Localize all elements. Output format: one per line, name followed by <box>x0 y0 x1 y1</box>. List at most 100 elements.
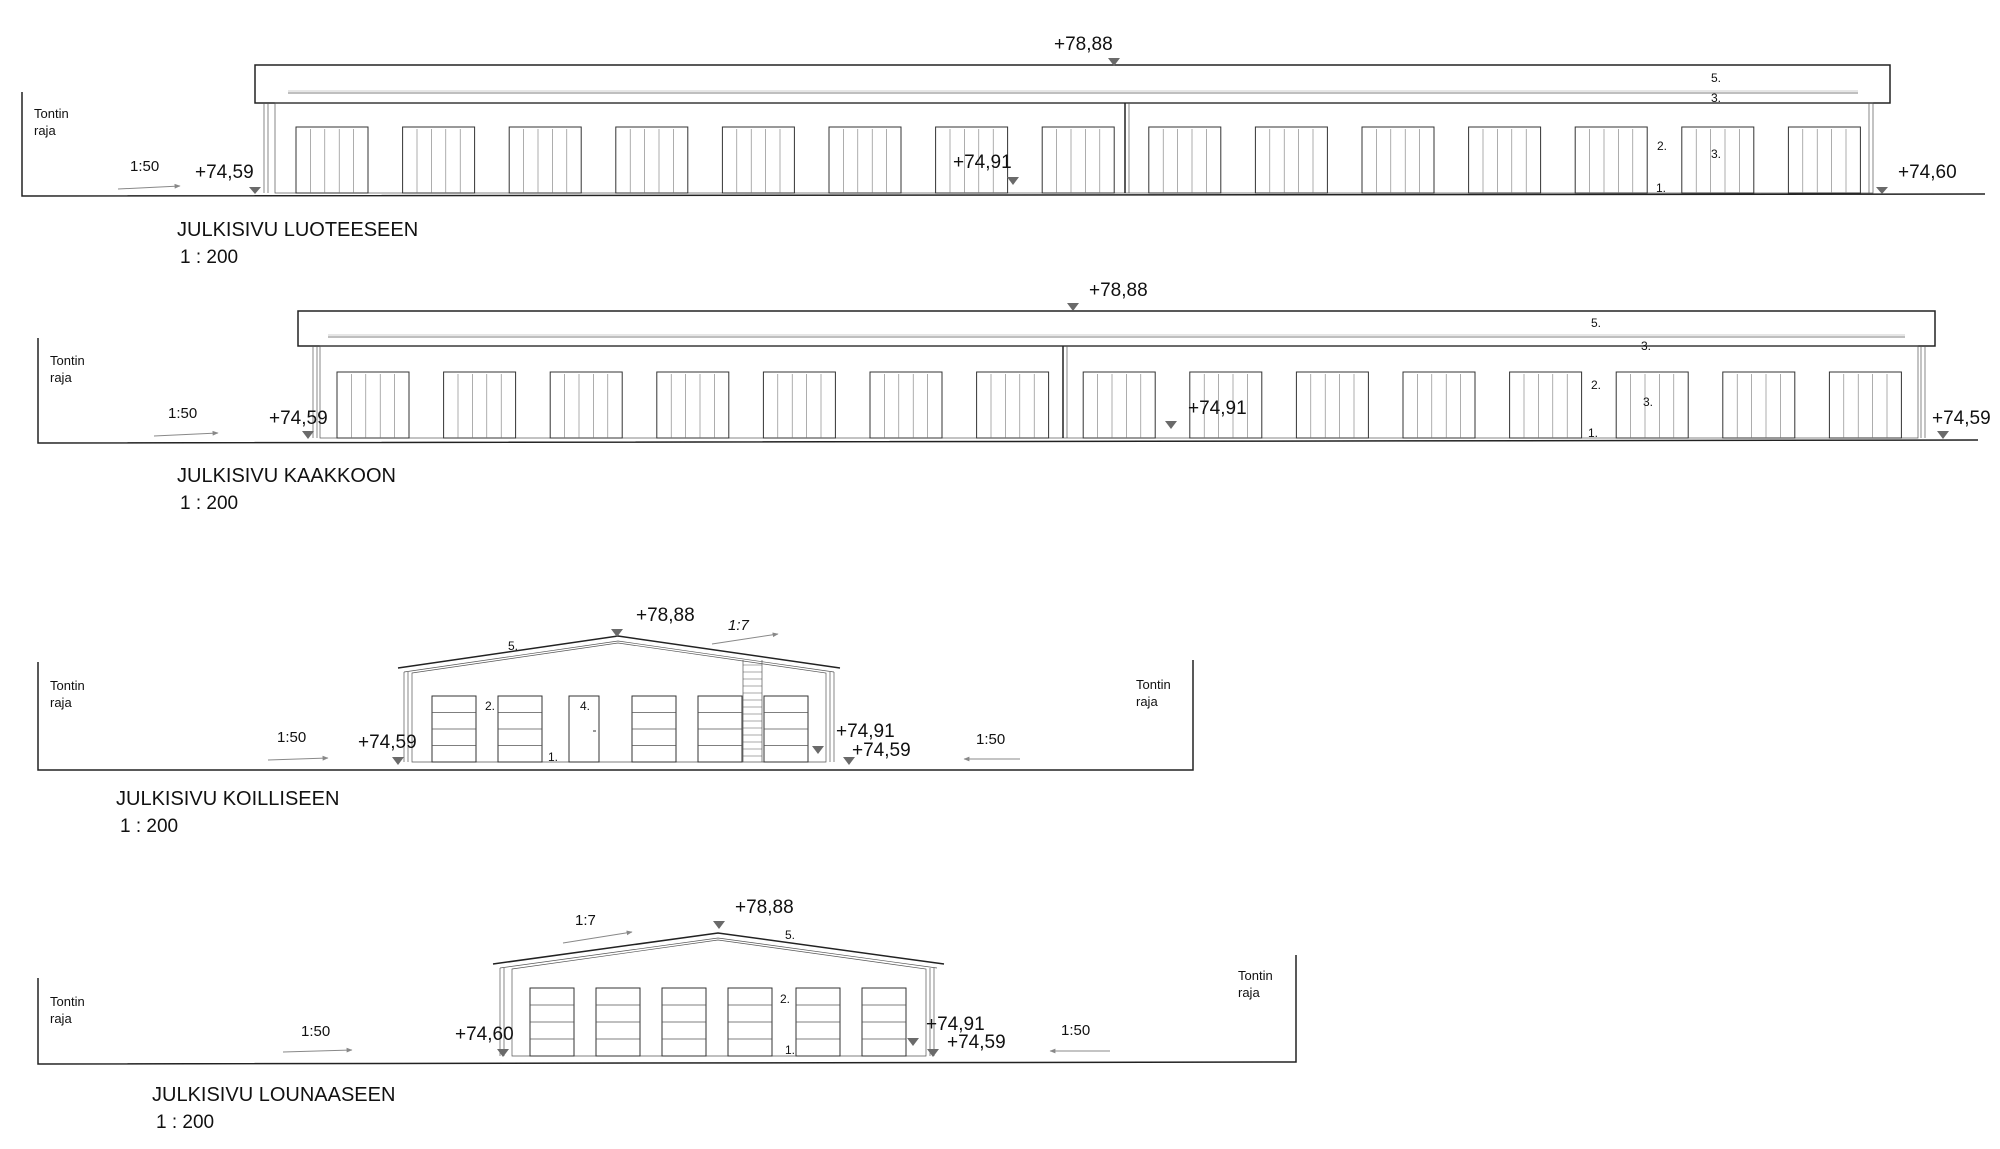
callout: 5. <box>785 928 795 942</box>
callout: 1. <box>548 750 558 764</box>
elevation-title: JULKISIVU LUOTEESEEN <box>177 219 418 241</box>
elevation-title: JULKISIVU KOILLISEEN <box>116 788 339 810</box>
level-marker-right <box>1876 187 1888 194</box>
level-left: +74,59 <box>195 162 254 183</box>
building-body <box>297 310 1936 439</box>
sectional-door <box>763 695 809 763</box>
sectional-door <box>795 987 841 1057</box>
garage-door <box>1041 126 1115 194</box>
level-marker-ridge <box>1108 58 1120 66</box>
garage-door <box>295 126 369 194</box>
garage-door <box>1402 371 1476 439</box>
slope-label-left: 1:50 <box>277 729 306 746</box>
level-right-ground: +74,59 <box>852 740 911 761</box>
level-marker-right-ground <box>843 757 855 765</box>
garage-door <box>615 126 689 194</box>
callout: 2. <box>1657 139 1667 153</box>
garage-door <box>508 126 582 194</box>
garage-door <box>1148 126 1222 194</box>
slope-label-right: 1:50 <box>1061 1022 1090 1039</box>
level-marker-left <box>249 187 261 194</box>
callout: 5. <box>1711 71 1721 85</box>
garage-door <box>1468 126 1542 194</box>
ground-line <box>37 338 1979 444</box>
sectional-door <box>727 987 773 1057</box>
building-body <box>492 932 945 1057</box>
level-right-ground: +74,59 <box>947 1032 1006 1053</box>
garage-door <box>1615 371 1689 439</box>
level-marker-right-ground <box>927 1049 939 1057</box>
garage-door <box>549 371 623 439</box>
sectional-door <box>697 695 743 763</box>
level-ridge: +78,88 <box>735 897 794 918</box>
garage-door <box>1082 371 1156 439</box>
building-body <box>254 64 1891 194</box>
slope-label-right: 1:50 <box>976 731 1005 748</box>
callout: 5. <box>1591 316 1601 330</box>
slope-arrow <box>153 430 219 437</box>
building-body <box>397 635 841 763</box>
level-marker-ridge <box>611 629 623 637</box>
slope-label: 1:50 <box>130 158 159 175</box>
callout: 1. <box>785 1043 795 1057</box>
roof-fascia <box>254 64 1891 104</box>
slope-arrow-left <box>267 755 329 761</box>
level-ridge: +78,88 <box>1054 34 1113 55</box>
garage-door <box>1254 126 1328 194</box>
roof-pitch-label: 1:7 <box>575 912 596 929</box>
ground-line <box>37 955 1297 1065</box>
garage-door <box>1189 371 1263 439</box>
callout: 2. <box>485 699 495 713</box>
callout: 1. <box>1656 181 1666 195</box>
garage-door <box>443 371 517 439</box>
ground-line <box>37 660 1194 771</box>
garage-door <box>402 126 476 194</box>
elevation-scale: 1 : 200 <box>156 1112 214 1133</box>
level-ridge: +78,88 <box>1089 280 1148 301</box>
slope-label: 1:50 <box>168 405 197 422</box>
roof-pitch-arrow <box>562 930 633 944</box>
garage-door <box>656 371 730 439</box>
level-right-floor: +74,91 <box>926 1014 985 1035</box>
level-marker-left <box>497 1049 509 1057</box>
roof-fascia <box>297 310 1936 347</box>
level-left: +74,59 <box>358 732 417 753</box>
sectional-door <box>631 695 677 763</box>
level-marker-mid <box>1007 177 1019 185</box>
callout: 2. <box>1591 378 1601 392</box>
callout: 2. <box>780 992 790 1006</box>
callout: 5. <box>508 639 518 653</box>
roof-edge <box>492 932 945 965</box>
garage-door <box>1828 371 1902 439</box>
level-marker-left <box>392 757 404 765</box>
sectional-door <box>497 695 543 763</box>
callout: 3. <box>1711 91 1721 105</box>
callout: 3. <box>1641 339 1651 353</box>
roof-ladder <box>742 660 763 762</box>
callout: 4. <box>580 699 590 713</box>
callout: 1. <box>1588 426 1598 440</box>
level-marker-ridge <box>1067 303 1079 311</box>
level-right: +74,59 <box>1932 408 1991 429</box>
sectional-door <box>529 987 575 1057</box>
sectional-door <box>431 695 477 763</box>
level-ridge: +78,88 <box>636 605 695 626</box>
roof-edge <box>397 635 841 669</box>
door-row <box>529 987 907 1057</box>
slope-arrow <box>117 183 181 190</box>
service-door <box>568 695 600 763</box>
garage-door <box>336 371 410 439</box>
gable-wall-siding <box>411 642 827 763</box>
garage-door <box>762 371 836 439</box>
door-row <box>295 126 1861 194</box>
elevation-title: JULKISIVU LOUNAASEEN <box>152 1084 395 1106</box>
sectional-door <box>861 987 907 1057</box>
garage-door <box>1509 371 1583 439</box>
garage-door <box>935 126 1009 194</box>
elevation-title: JULKISIVU KAAKKOON <box>177 465 396 487</box>
